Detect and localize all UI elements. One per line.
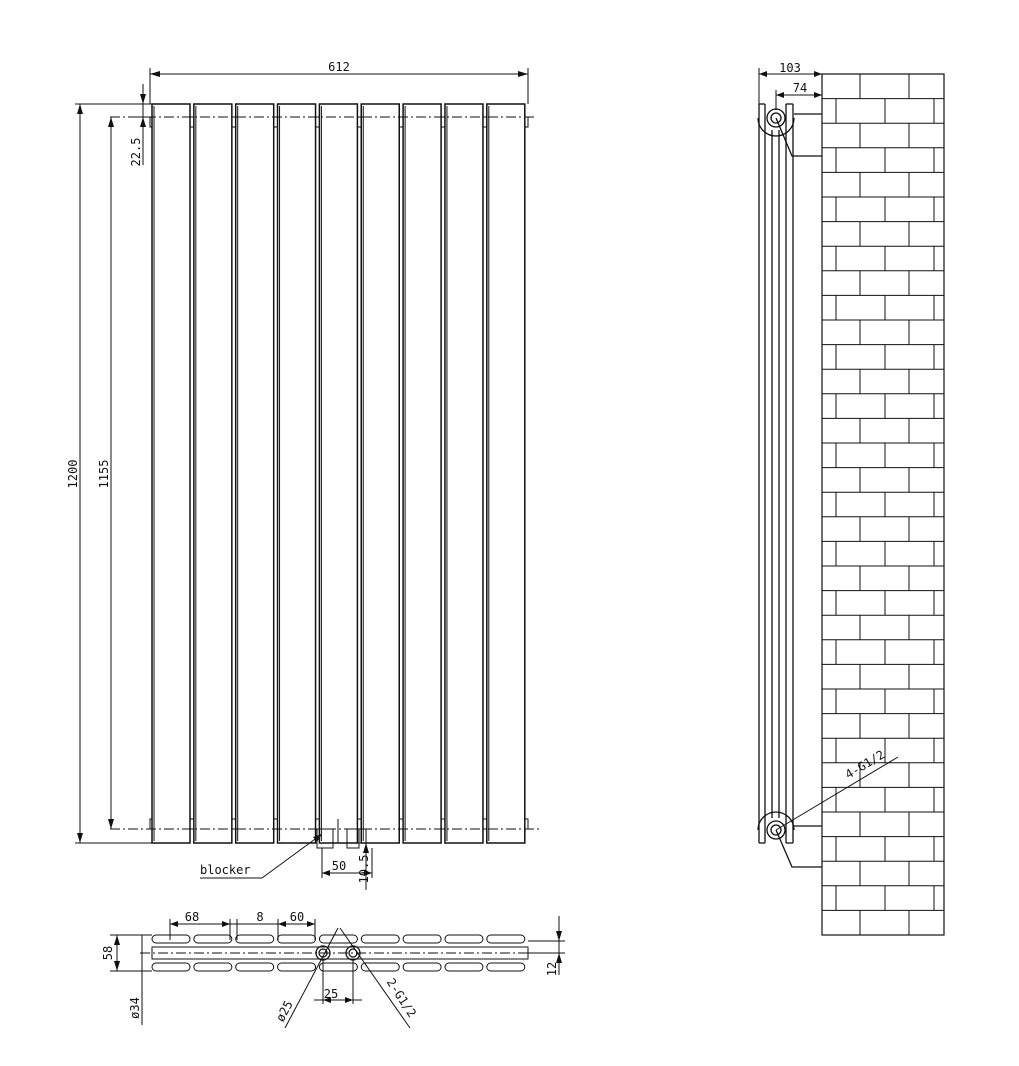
spacing-label: 50	[332, 859, 346, 873]
radiator-panel	[276, 103, 317, 844]
arrow	[323, 997, 331, 1003]
top-bracket-curve	[757, 117, 795, 137]
arrow	[759, 71, 767, 77]
arrow	[278, 921, 286, 927]
arrow	[108, 819, 114, 829]
radiator-panel	[444, 103, 484, 844]
top-fitting-inner	[770, 112, 782, 124]
height-label: 1200	[66, 460, 80, 489]
top-view-tube	[402, 934, 442, 944]
arrow	[108, 117, 114, 127]
top-view-tube	[444, 962, 484, 972]
gap-label: 8	[256, 910, 263, 924]
brick-wall	[821, 73, 945, 936]
arrow	[140, 117, 146, 127]
top-view-tube	[235, 962, 275, 972]
radiator-panel	[151, 103, 191, 844]
top-view-tube	[151, 962, 191, 972]
top-view-tube	[193, 934, 233, 944]
pipe-spacing-label: 25	[324, 987, 338, 1001]
arrow	[150, 71, 160, 77]
arrow	[77, 833, 83, 843]
top-view-tube	[486, 962, 526, 972]
radiator-panel	[486, 103, 526, 844]
pipe-diameter-leader	[284, 927, 339, 1029]
arrow	[814, 92, 822, 98]
radiator-panel	[318, 103, 359, 844]
pipe-diameter-label: ø25	[273, 998, 296, 1024]
width-label: 612	[328, 60, 350, 74]
arrow	[114, 935, 120, 945]
edge-label: 12	[545, 962, 559, 976]
bottom-fitting-inner	[770, 824, 782, 836]
side-view: 4-G1/2 103 74	[757, 61, 945, 936]
arrow	[77, 104, 83, 114]
valve-fitting	[346, 828, 360, 849]
top-view-tube	[151, 934, 191, 944]
arrow	[114, 961, 120, 971]
radiator-panel	[402, 103, 442, 844]
radiator-panels	[151, 103, 526, 844]
inner-width-label: 60	[290, 910, 304, 924]
side-thread-leader	[775, 756, 899, 831]
arrow	[345, 997, 353, 1003]
arrow	[776, 92, 784, 98]
blocker-leader-line	[261, 833, 323, 879]
top-view-tube	[193, 962, 233, 972]
arrow	[307, 921, 315, 927]
top-view-tube	[486, 934, 526, 944]
top-view-tube	[235, 934, 275, 944]
arrow	[556, 931, 562, 941]
arrow	[313, 834, 322, 842]
top-view: 68 8 60 58 ø34 ø25 25 2-G1/2 12	[101, 910, 565, 1029]
top-view-tube	[318, 962, 358, 972]
bottom-offset-label: 10.5	[357, 855, 371, 884]
top-view-tubes	[151, 934, 526, 972]
top-view-tube	[318, 934, 358, 944]
bottom-fitting	[766, 820, 786, 840]
top-view-tube	[277, 934, 317, 944]
front-view: 612 22.5 1200 1155 blocker 50	[66, 60, 540, 890]
bottom-bracket-arm	[775, 829, 822, 868]
arrow	[814, 71, 822, 77]
radiator-panel	[360, 103, 400, 844]
top-view-tube	[360, 962, 400, 972]
radiator-panel	[193, 103, 233, 844]
inner-height-label: 1155	[97, 460, 111, 489]
arrow	[518, 71, 528, 77]
arrow	[222, 921, 230, 927]
wall-depth-label: 74	[793, 81, 807, 95]
tube-label: ø34	[128, 997, 142, 1019]
arrow	[322, 870, 330, 876]
thread-leader	[339, 927, 411, 1029]
depth-label: 58	[101, 946, 115, 960]
panel-width-label: 68	[185, 910, 199, 924]
top-view-tube	[444, 934, 484, 944]
blocker-label: blocker	[200, 863, 251, 877]
top-view-tube	[360, 934, 400, 944]
total-depth-label: 103	[779, 61, 801, 75]
top-view-tube	[277, 962, 317, 972]
wall-outline	[821, 73, 945, 936]
top-offset-label: 22.5	[129, 138, 143, 167]
arrow	[140, 94, 146, 104]
arrow	[556, 953, 562, 963]
top-view-tube	[402, 962, 442, 972]
top-bracket-arm	[775, 117, 822, 157]
bottom-bracket-curve	[757, 811, 795, 831]
arrow	[363, 843, 369, 853]
arrow	[170, 921, 178, 927]
radiator-panel	[234, 103, 275, 844]
